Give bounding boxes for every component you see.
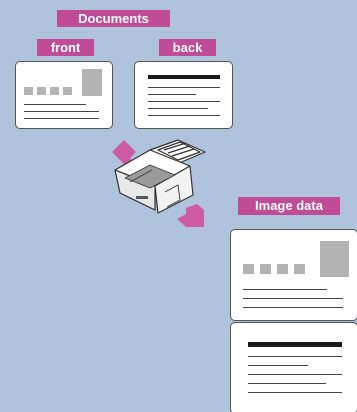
- image-data-back: [230, 322, 357, 412]
- back-document: [134, 61, 233, 129]
- documents-label: Documents: [57, 10, 170, 27]
- image-data-label: Image data: [238, 197, 340, 215]
- image-data-front: [230, 229, 357, 321]
- back-label: back: [159, 39, 216, 56]
- scanner-icon: [114, 139, 206, 214]
- arrow-out-icon: [177, 204, 204, 227]
- front-label: front: [37, 39, 94, 56]
- front-document: [15, 61, 113, 129]
